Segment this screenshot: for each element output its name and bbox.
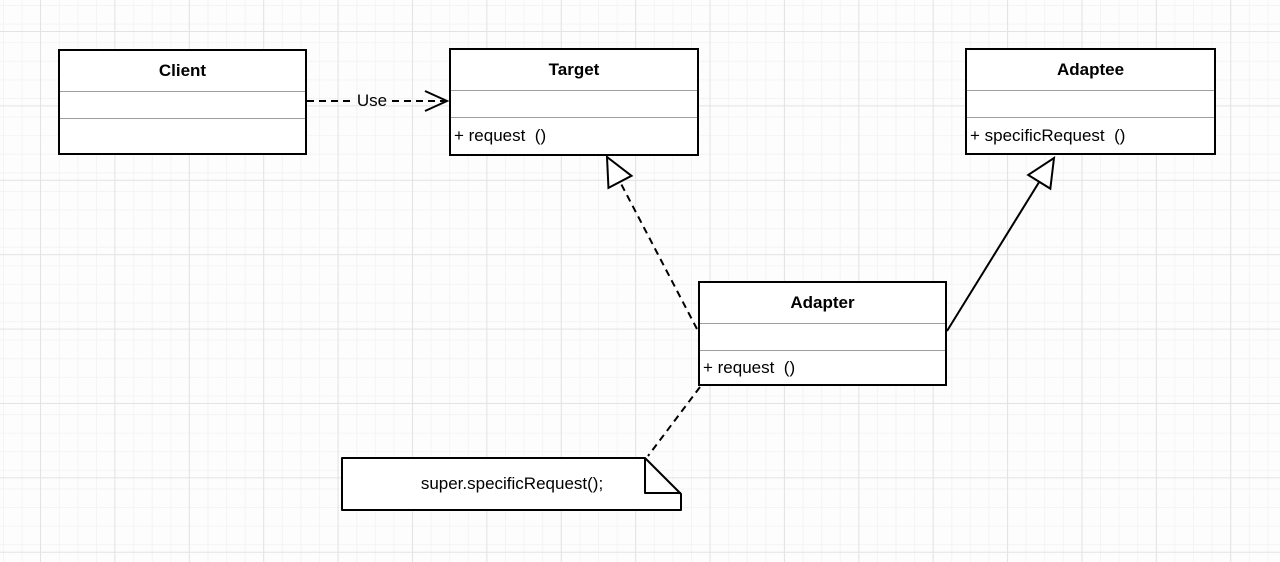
- class-adaptee-name: Adaptee: [967, 50, 1214, 91]
- note-body[interactable]: [341, 457, 682, 511]
- class-adapter-methods: + request (): [703, 357, 796, 377]
- class-client-attributes: [60, 92, 305, 119]
- note-shape[interactable]: [341, 457, 682, 511]
- use-connector-label: Use: [356, 91, 388, 110]
- class-target-methods: + request (): [454, 126, 547, 145]
- note-text: super.specificRequest();: [420, 474, 604, 493]
- class-target[interactable]: Target + request (): [449, 48, 699, 156]
- generalization-adapter-adaptee[interactable]: [946, 155, 1056, 332]
- note-connector[interactable]: [647, 386, 701, 457]
- realization-adapter-target[interactable]: [605, 154, 698, 330]
- class-target-attributes: [451, 91, 697, 118]
- class-adaptee[interactable]: Adaptee + specificRequest (): [965, 48, 1216, 155]
- class-adapter[interactable]: Adapter + request (): [698, 281, 947, 386]
- class-adapter-attributes: [700, 324, 945, 351]
- class-client[interactable]: Client: [58, 49, 307, 155]
- class-target-name: Target: [451, 50, 697, 91]
- class-adaptee-attributes: [967, 91, 1214, 118]
- class-adaptee-methods: + specificRequest (): [970, 125, 1126, 145]
- note-fold-corner-icon: [644, 458, 681, 494]
- class-client-methods: [60, 119, 305, 153]
- class-adapter-name: Adapter: [700, 283, 945, 324]
- class-client-name: Client: [60, 51, 305, 92]
